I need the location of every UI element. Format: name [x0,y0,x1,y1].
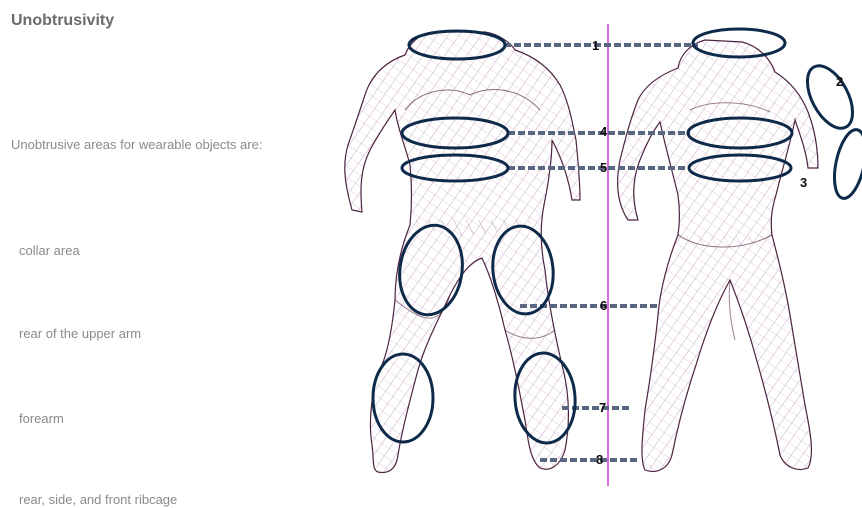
marker-5: 5 [600,160,607,175]
area-item-ribcage: rear, side, and front ribcage [19,492,177,507]
marker-2: 2 [836,74,843,89]
area-item-upper-arm: rear of the upper arm [19,326,141,341]
forearm-ellipse [829,127,862,201]
marker-6: 6 [600,298,607,313]
area-item-forearm: forearm [19,411,64,426]
back-body-figure [618,40,818,471]
intro-text: Unobtrusive areas for wearable objects a… [11,137,262,152]
marker-8: 8 [596,452,603,467]
marker-4: 4 [600,124,608,139]
marker-3: 3 [800,175,807,190]
area-item-collar: collar area [19,243,80,258]
page-title: Unobtrusivity [11,12,114,30]
marker-1: 1 [592,38,599,53]
back-body-silhouette [618,40,818,471]
marker-7: 7 [599,400,606,415]
